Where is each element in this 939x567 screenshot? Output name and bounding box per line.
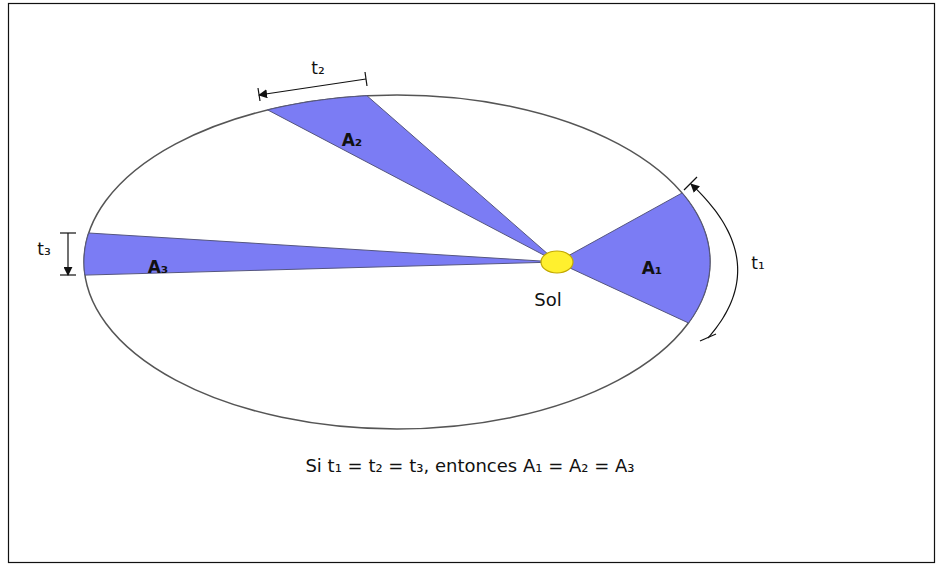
orbit-group [84, 95, 710, 429]
area-label: A₃ [148, 258, 169, 277]
orbit-ellipse [84, 95, 710, 429]
time-label: t₂ [311, 59, 324, 78]
time-label: t₁ [751, 254, 764, 273]
time-arrow [691, 184, 738, 338]
sun-dot [541, 251, 573, 273]
area-label: A₁ [642, 259, 663, 278]
area-sector [557, 193, 710, 323]
frame [9, 4, 935, 563]
time-label: t₃ [37, 240, 50, 259]
area-sector [268, 96, 557, 262]
caption: Si t₁ = t₂ = t₃, entonces A₁ = A₂ = A₃ [305, 456, 634, 476]
time-arrow [67, 233, 68, 275]
sun-label: Sol [534, 290, 561, 310]
time-marks [60, 72, 738, 341]
area-label: A₂ [342, 131, 363, 150]
time-arrow [259, 79, 366, 95]
